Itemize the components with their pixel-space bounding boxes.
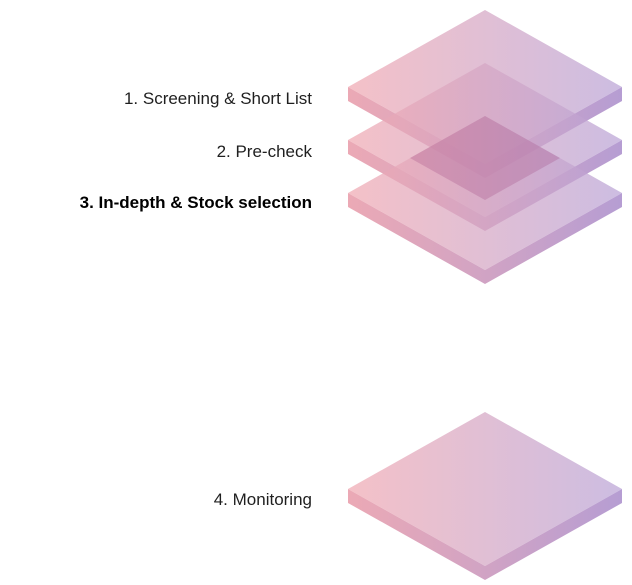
layer-in-depth-top — [348, 116, 622, 270]
step-label-monitoring: 4. Monitoring — [213, 490, 312, 509]
layer-overlap-tint — [410, 116, 560, 200]
layer-monitoring-top — [348, 412, 622, 566]
step-label-in-depth: 3. In-depth & Stock selection — [79, 193, 312, 212]
layer-in-depth — [348, 116, 622, 284]
layer-monitoring — [348, 412, 622, 580]
step-label-pre-check: 2. Pre-check — [216, 142, 312, 161]
step-label-screening: 1. Screening & Short List — [123, 89, 312, 108]
